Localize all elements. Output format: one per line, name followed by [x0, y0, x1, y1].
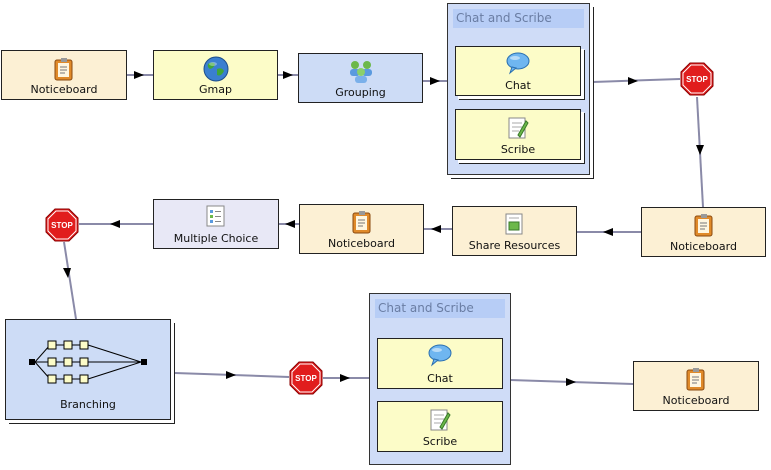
edge-branching-stop — [174, 371, 290, 379]
multiple-choice-label: Multiple Choice — [173, 232, 259, 245]
container-title: Chat and Scribe — [453, 9, 584, 28]
gmap-label: Gmap — [199, 83, 232, 96]
grouping-label: Grouping — [335, 86, 386, 99]
edge-noticeboard-multiplechoice — [279, 220, 299, 228]
stop-sign-icon: STOP — [45, 208, 79, 242]
activity-multiple-choice[interactable]: Multiple Choice — [153, 199, 279, 249]
noticeboard-label: Noticeboard — [328, 237, 395, 250]
stop-sign-2[interactable]: STOP — [45, 208, 79, 242]
activity-grouping[interactable]: Grouping — [298, 53, 423, 103]
activity-branching[interactable]: Branching — [5, 319, 171, 420]
activity-noticeboard-3[interactable]: Noticeboard — [299, 204, 424, 254]
edge-stop-noticeboard — [696, 96, 704, 208]
edge-noticeboard-gmap — [127, 71, 153, 79]
stop-text: STOP — [295, 374, 317, 383]
activity-noticeboard-4[interactable]: Noticeboard — [633, 361, 759, 411]
activity-chat-2[interactable]: Chat — [377, 338, 503, 389]
chat-label: Chat — [505, 79, 531, 92]
activity-gmap[interactable]: Gmap — [153, 50, 278, 100]
multiple-choice-icon — [206, 205, 225, 227]
scribe-icon — [430, 409, 451, 431]
edge-share-noticeboard — [424, 225, 452, 233]
edge-stop-chatscribe — [323, 374, 370, 382]
globe-icon — [203, 56, 228, 82]
noticeboard-icon — [54, 58, 73, 81]
branching-label: Branching — [60, 398, 116, 411]
edge-gmap-grouping — [278, 71, 298, 79]
edge-noticeboard-share — [577, 228, 641, 236]
noticeboard-label: Noticeboard — [30, 83, 98, 96]
edge-stop-branching — [63, 241, 77, 320]
edge-grouping-chatscribe — [423, 77, 447, 85]
chat-bubble-icon — [428, 344, 452, 367]
container-title: Chat and Scribe — [375, 299, 505, 318]
share-resources-icon — [505, 213, 522, 235]
activity-noticeboard-1[interactable]: Noticeboard — [1, 50, 127, 100]
grouping-icon — [349, 61, 372, 83]
stop-text: STOP — [686, 75, 708, 84]
stop-text: STOP — [51, 221, 73, 230]
noticeboard-icon — [694, 214, 712, 237]
noticeboard-icon — [352, 211, 370, 234]
activity-share-resources[interactable]: Share Resources — [452, 206, 577, 256]
edge-chatscribe-stop — [592, 77, 681, 85]
activity-chat-1[interactable]: Chat — [455, 46, 581, 96]
chat-scribe-container-2[interactable]: Chat and Scribe Chat Scribe — [369, 293, 511, 465]
noticeboard-label: Noticeboard — [670, 240, 737, 253]
activity-scribe-1[interactable]: Scribe — [455, 109, 581, 160]
noticeboard-label: Noticeboard — [662, 394, 730, 407]
chat-scribe-container-1[interactable]: Chat and Scribe Chat Scribe — [447, 3, 590, 175]
stop-sign-1[interactable]: STOP — [680, 62, 714, 96]
stop-sign-3[interactable]: STOP — [289, 361, 323, 395]
stop-sign-icon: STOP — [680, 62, 714, 96]
scribe-label: Scribe — [422, 435, 458, 448]
activity-noticeboard-2[interactable]: Noticeboard — [641, 207, 766, 257]
activity-scribe-2[interactable]: Scribe — [377, 401, 503, 452]
chat-bubble-icon — [506, 52, 530, 75]
chat-label: Chat — [427, 372, 453, 385]
edge-chatscribe-noticeboard — [509, 378, 634, 386]
branching-icon — [29, 340, 147, 384]
scribe-label: Scribe — [500, 143, 536, 156]
stop-sign-icon: STOP — [289, 361, 323, 395]
share-resources-label: Share Resources — [468, 239, 561, 252]
edge-multiplechoice-stop — [79, 220, 153, 228]
scribe-icon — [508, 117, 529, 139]
noticeboard-icon — [686, 368, 705, 391]
